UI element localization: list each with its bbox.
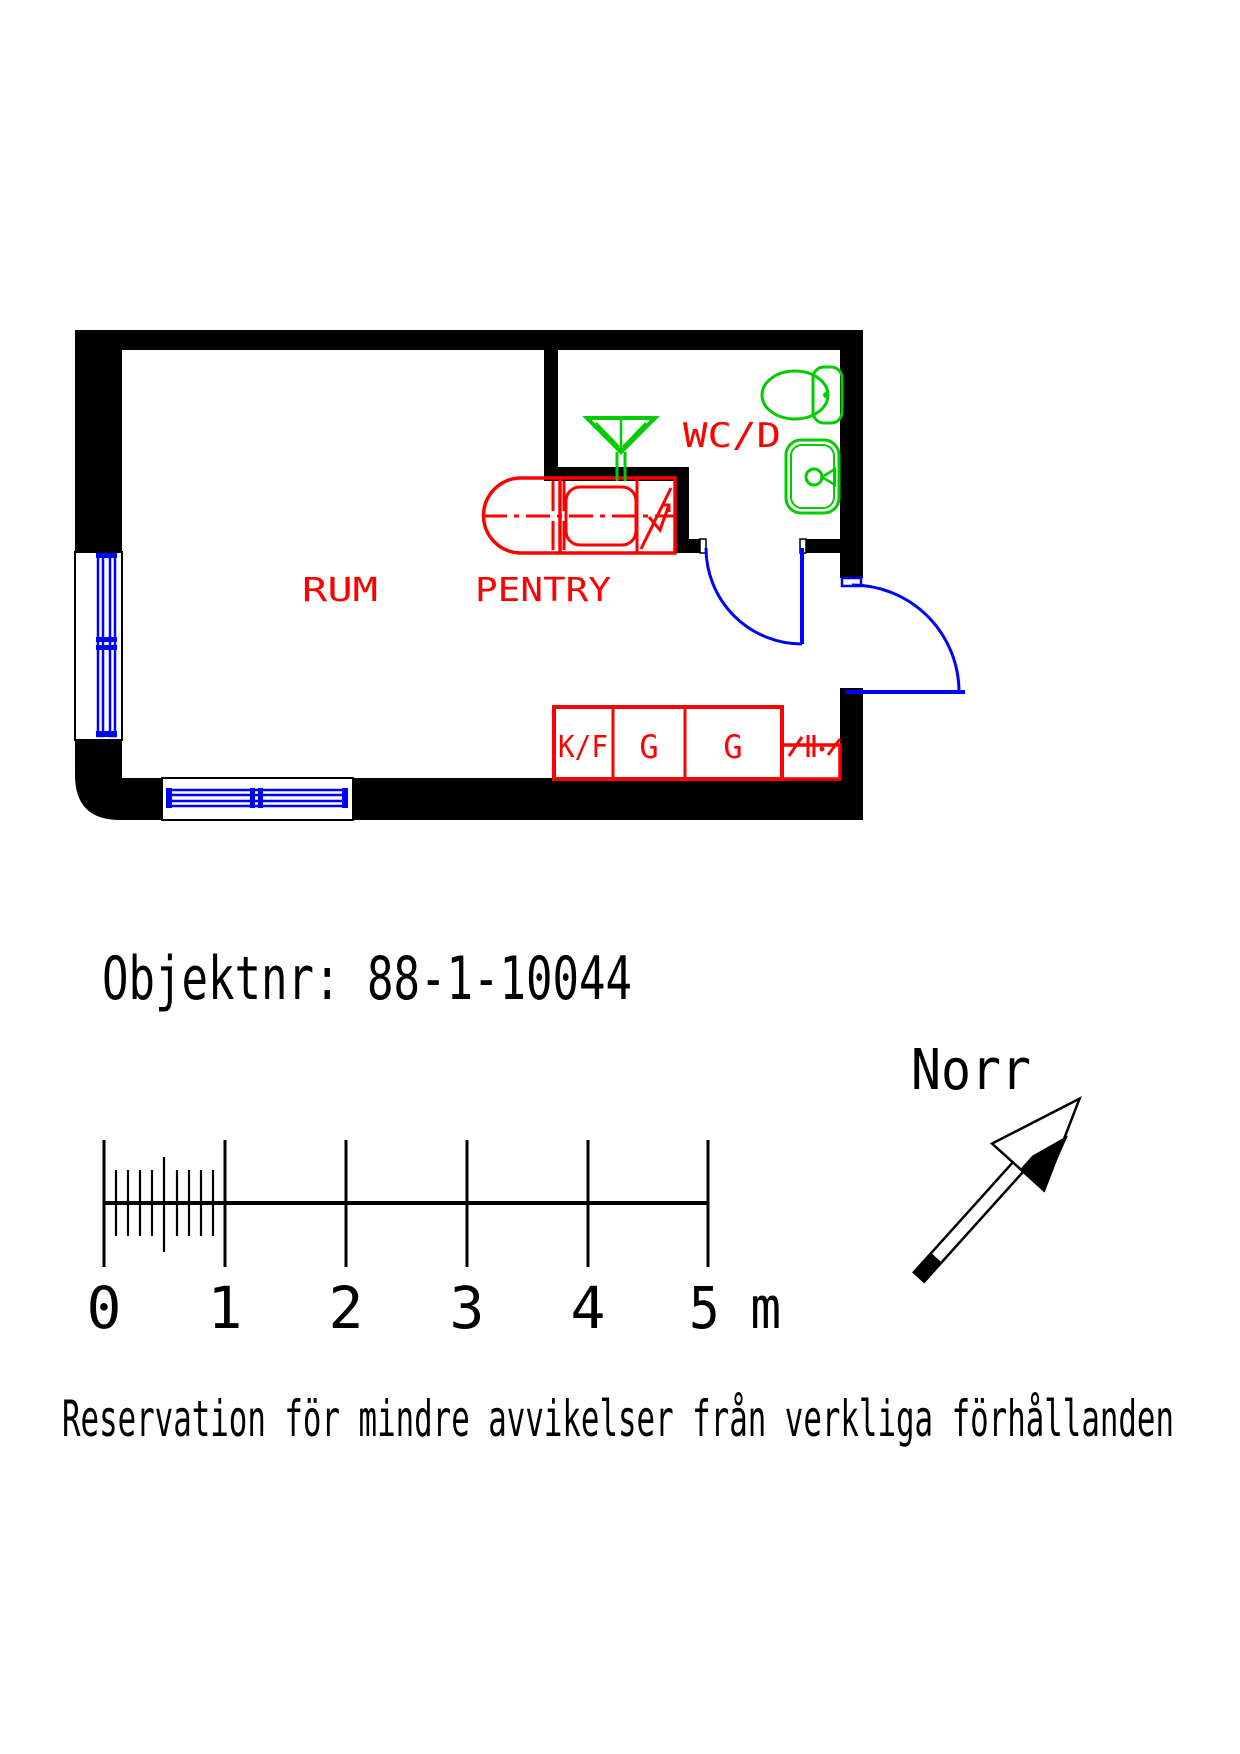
north-compass: Norr xyxy=(911,1038,1082,1284)
wall-bottom-left-corner xyxy=(75,740,162,820)
toilet-cistern xyxy=(811,365,844,425)
wall-wc-left xyxy=(675,481,689,553)
room-label-wcd: WC/D xyxy=(683,416,781,456)
entrance-door-jamb-top xyxy=(840,576,863,588)
shower-symbol xyxy=(582,416,660,481)
toilet xyxy=(760,365,844,425)
wc-door-swing-arc xyxy=(704,547,803,646)
scale-tick-5m: 5 m xyxy=(689,1274,781,1342)
wc-door-jamb-left xyxy=(699,538,707,554)
wash-basin xyxy=(784,438,841,515)
walls xyxy=(75,330,863,820)
stove-symbol xyxy=(639,487,673,550)
wall-interior-vertical xyxy=(544,350,558,481)
pentry-unit xyxy=(481,476,677,555)
wall-left-upper xyxy=(75,330,122,552)
room-label-rum: RUM xyxy=(302,570,378,609)
kitchen-unit-label-g1: G xyxy=(639,728,658,766)
north-arrow xyxy=(912,1096,1082,1284)
kitchen-row: K/F G G xyxy=(552,705,842,781)
kitchen-cabinets-outline xyxy=(552,705,784,781)
toilet-bowl xyxy=(760,369,830,421)
scale-bar: 0 1 2 3 4 5 m xyxy=(87,1140,781,1342)
kitchen-sink-symbol xyxy=(787,735,842,757)
scale-tick-4: 4 xyxy=(571,1274,606,1342)
entrance-door-swing-arc xyxy=(851,583,961,693)
object-number: Objektnr: 88-1-10044 xyxy=(102,944,632,1014)
wall-bottom xyxy=(353,778,863,820)
wall-right-upper xyxy=(840,350,863,578)
scale-tick-2: 2 xyxy=(329,1274,364,1342)
entrance-door xyxy=(840,576,965,694)
kitchen-unit-label-kf: K/F xyxy=(558,730,608,765)
scale-tick-1: 1 xyxy=(208,1274,243,1342)
basin-faucet xyxy=(819,466,837,488)
north-label: Norr xyxy=(911,1038,1031,1103)
toilet-flush-button xyxy=(823,392,829,398)
scale-tick-0: 0 xyxy=(87,1274,122,1342)
kitchen-end-unit xyxy=(780,743,842,781)
wall-wc-bottom-right-stub xyxy=(806,539,840,553)
room-label-pentry: PENTRY xyxy=(475,570,611,609)
basin-drain xyxy=(804,467,824,487)
bottom-window xyxy=(161,777,354,821)
wall-top xyxy=(75,330,863,350)
scale-tick-3: 3 xyxy=(450,1274,485,1342)
wc-door xyxy=(704,547,804,646)
left-window xyxy=(74,551,123,741)
wall-wc-bottom-left-stub xyxy=(675,539,700,553)
wall-right-lower xyxy=(840,688,863,778)
disclaimer-text: Reservation för mindre avvikelser från v… xyxy=(62,1390,1174,1448)
kitchen-unit-label-g2: G xyxy=(723,728,742,766)
